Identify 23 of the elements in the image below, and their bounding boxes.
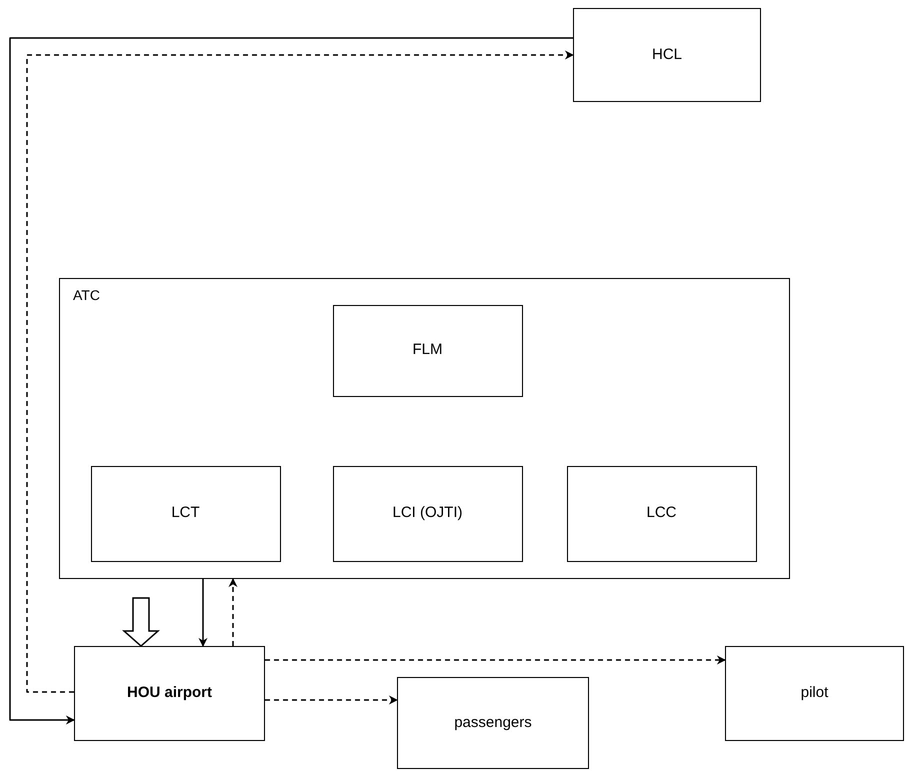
process-box	[332, 466, 522, 562]
process-box	[725, 646, 904, 741]
box-label: LCI (OJTI)	[392, 503, 462, 524]
group-box	[59, 278, 790, 579]
arrow	[265, 696, 398, 704]
block-arrow	[122, 597, 160, 647]
group-label: ATC	[73, 286, 100, 305]
process-box	[566, 466, 756, 562]
box-label: FLM	[412, 340, 442, 360]
box-label: LCT	[171, 503, 200, 524]
arrow	[265, 656, 726, 664]
process-box	[573, 8, 761, 102]
arrow	[198, 579, 208, 647]
box-label: HOU airport	[126, 683, 212, 704]
box-label: passengers	[454, 712, 532, 733]
box-label: HCL	[652, 44, 682, 65]
box-label: pilot	[800, 683, 828, 704]
process-box	[397, 677, 589, 769]
process-box	[74, 646, 265, 741]
arrow	[228, 578, 238, 646]
process-box	[90, 466, 280, 562]
process-box	[332, 304, 522, 396]
box-label: LCC	[646, 503, 676, 524]
